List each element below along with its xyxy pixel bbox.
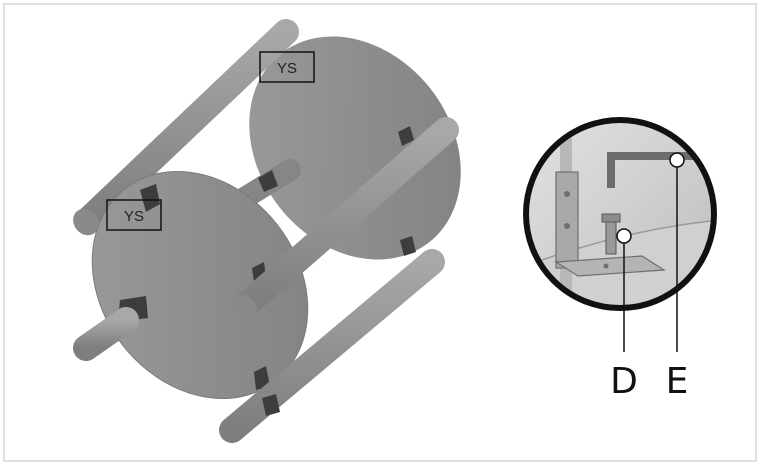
svg-text:YS: YS (277, 60, 297, 77)
bottom-left-dowel (86, 320, 126, 348)
detail-magnifier (520, 110, 720, 320)
svg-text:YS: YS (124, 208, 144, 225)
svg-text:D: D (610, 361, 638, 402)
svg-text:E: E (666, 361, 689, 402)
